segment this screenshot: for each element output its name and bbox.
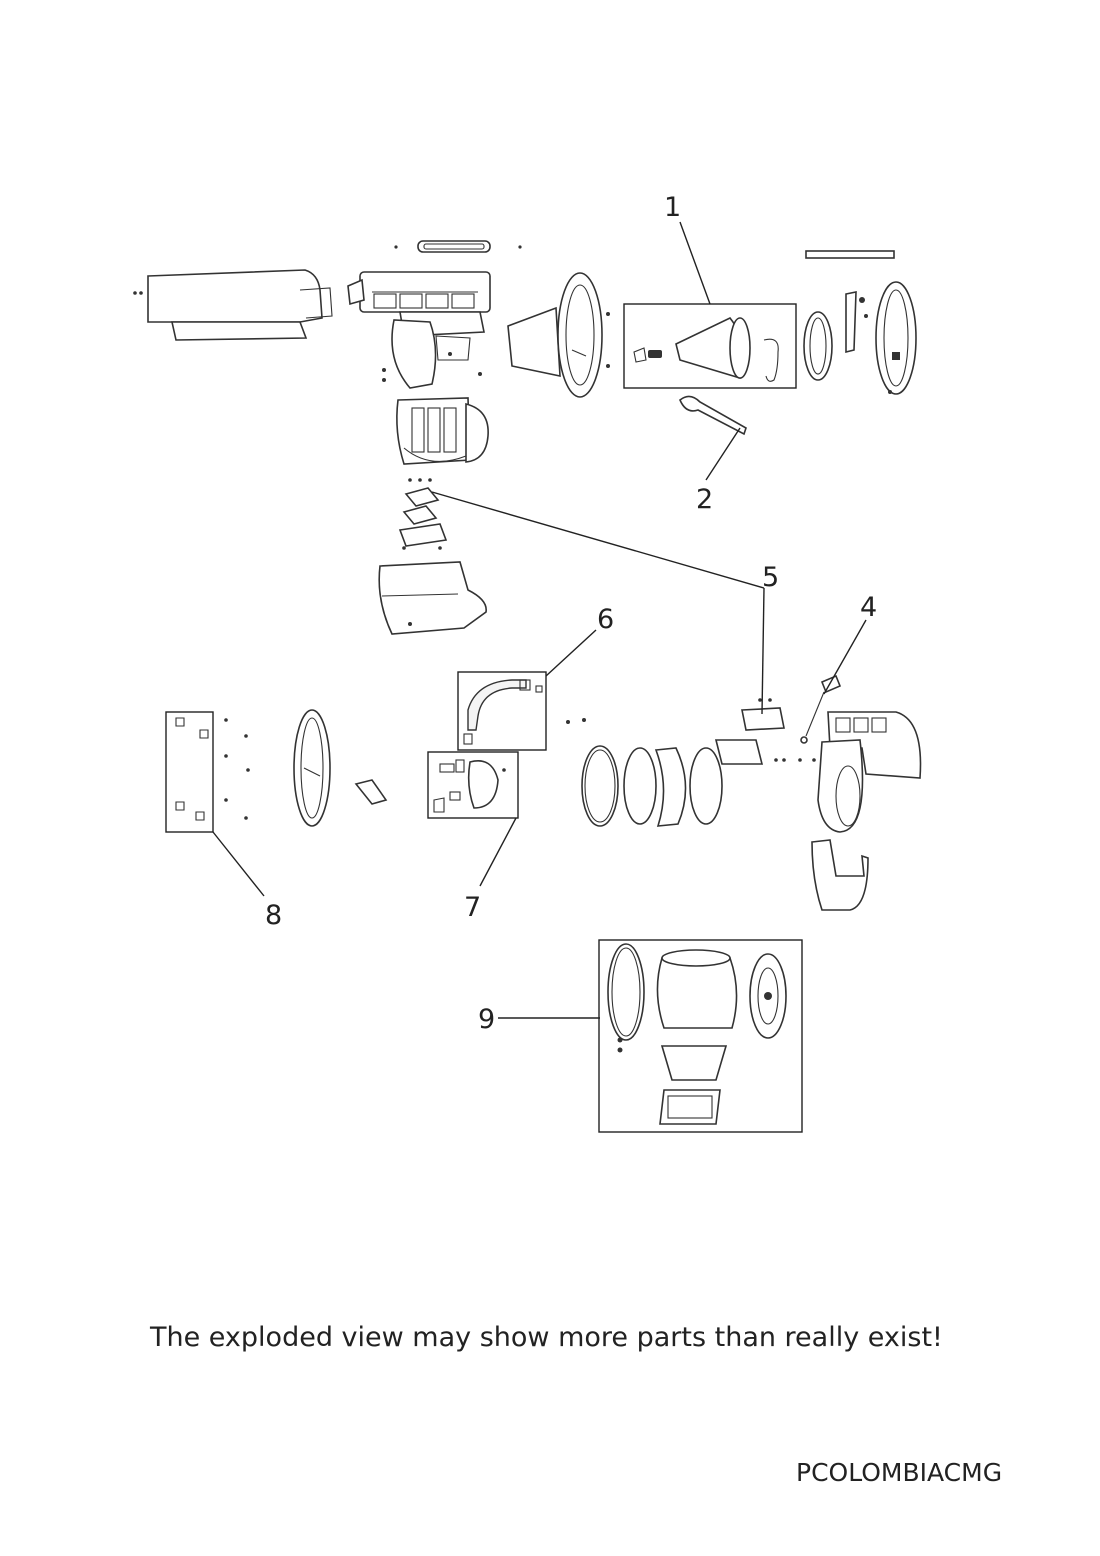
mount-plates-part (714, 698, 785, 765)
lower-cover-part (378, 561, 487, 635)
leader-6 (545, 629, 597, 677)
leader-7 (479, 817, 517, 887)
leader-2 (705, 427, 741, 481)
part-9-box (598, 939, 803, 1133)
mount-plate-screws (175, 717, 250, 821)
end-cap-part (293, 709, 388, 827)
seal-rings-part (581, 745, 723, 827)
top-gasket-part (394, 240, 522, 253)
part-8-box (165, 711, 214, 833)
switch-stack-part (398, 478, 448, 550)
leader-5-a (431, 491, 765, 589)
callout-5: 5 (762, 562, 779, 593)
callout-6: 6 (597, 604, 614, 635)
ring-bracket-part (803, 281, 917, 395)
callout-2: 2 (696, 484, 713, 515)
callout-9: 9 (478, 1004, 495, 1035)
hose-part (463, 679, 586, 745)
motor-housing-part (347, 271, 491, 389)
leader-1 (679, 221, 711, 305)
model-code: PCOLOMBIACMG (796, 1458, 1003, 1487)
callout-7: 7 (464, 892, 481, 923)
leader-5-b (761, 587, 765, 715)
callout-4: 4 (860, 592, 877, 623)
callout-8: 8 (265, 900, 282, 931)
part-7-box (427, 751, 519, 819)
cone-nozzle-part (507, 272, 610, 398)
fan-housing-part (396, 397, 489, 465)
bottom-shroud-part (811, 839, 869, 911)
fan-shroud-part (633, 317, 779, 382)
leader-8 (212, 831, 265, 897)
housing-cover-part (133, 269, 333, 341)
callout-1: 1 (664, 192, 681, 223)
cable-assembly-part (433, 759, 506, 813)
right-housing-part (782, 711, 922, 833)
rod-part (805, 250, 895, 259)
lever-part (679, 395, 747, 436)
drum-assembly-part (607, 943, 787, 1125)
probe-part (800, 674, 842, 744)
leader-4 (823, 619, 867, 695)
disclaimer-text: The exploded view may show more parts th… (150, 1322, 943, 1353)
part-6-box (457, 671, 547, 751)
